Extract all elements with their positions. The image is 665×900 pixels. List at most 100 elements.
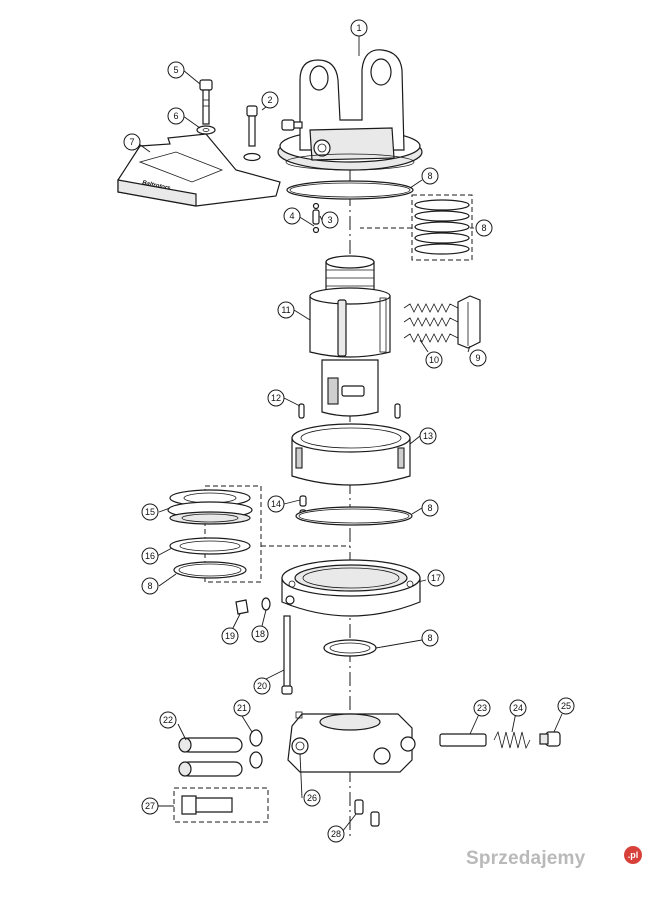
callout-26: 26 [303,789,321,807]
part-19-screw [235,599,249,615]
callout-1: 1 [350,19,368,37]
svg-text:7: 7 [129,137,134,147]
part-21-seal-rings [249,729,263,769]
part-8-o-ring-middle [295,506,413,526]
svg-text:10: 10 [429,355,439,365]
callout-8-lower: 8 [421,629,439,647]
svg-text:17: 17 [431,573,441,583]
callout-15: 15 [141,503,159,521]
svg-text:1: 1 [356,23,361,33]
part-9-pin-block [457,295,481,349]
bolt-secondary [243,105,261,162]
svg-text:21: 21 [237,703,247,713]
svg-text:18: 18 [255,629,265,639]
callout-10: 10 [425,351,443,369]
part-5-bolt [199,79,213,125]
part-17-flange [281,559,421,617]
part-7-mounting-bracket: Baltrotors [117,133,281,207]
svg-text:5: 5 [173,65,178,75]
callout-5: 5 [167,61,185,79]
callout-8-middle: 8 [421,499,439,517]
callout-18: 18 [251,625,269,643]
callout-16: 16 [141,547,159,565]
svg-text:23: 23 [477,703,487,713]
brand-mark: Baltrotors [142,180,172,192]
callout-22: 22 [159,711,177,729]
svg-text:9: 9 [475,353,480,363]
part-18-washer [261,597,271,611]
callout-28: 28 [327,825,345,843]
callout-27: 27 [141,797,159,815]
svg-text:28: 28 [331,829,341,839]
part-20-long-bolt [281,615,293,695]
callout-4: 4 [283,207,301,225]
svg-text:20: 20 [257,681,267,691]
callout-20: 20 [253,677,271,695]
part-2-fitting [281,119,303,131]
part-24-spring [493,730,531,750]
part-27-plug [173,787,269,823]
svg-text:13: 13 [423,431,433,441]
parts-3-4-pin-and-balls [312,202,320,234]
callout-13: 13 [419,427,437,445]
svg-text:8: 8 [147,581,152,591]
leader-lines [138,36,563,833]
part-15-thrust-bearing [167,485,262,583]
callout-3: 3 [321,211,339,229]
callout-11: 11 [277,301,295,319]
svg-text:14: 14 [271,499,281,509]
part-16-washer [169,537,251,555]
svg-text:8: 8 [481,223,486,233]
part-10-springs [403,303,459,343]
svg-text:6: 6 [173,111,178,121]
callout-2: 2 [261,91,279,109]
svg-text:27: 27 [145,801,155,811]
part-6-washer [196,125,216,135]
watermark-logo: Sprzedajemy [466,848,586,869]
callout-8-stack: 8 [475,219,493,237]
part-26-base-housing [287,711,416,773]
svg-text:4: 4 [289,211,294,221]
callout-17: 17 [427,569,445,587]
svg-text:3: 3 [327,215,332,225]
svg-text:8: 8 [427,633,432,643]
svg-text:25: 25 [561,701,571,711]
watermark-badge: .pl [624,846,642,864]
callout-8-left: 8 [141,577,159,595]
part-28-bolts [354,799,380,827]
svg-text:8: 8 [427,171,432,181]
callout-24: 24 [509,699,527,717]
part-25-cap [539,731,561,747]
svg-text:12: 12 [271,393,281,403]
svg-text:2: 2 [267,95,272,105]
callout-14: 14 [267,495,285,513]
svg-text:24: 24 [513,703,523,713]
svg-text:26: 26 [307,793,317,803]
svg-text:15: 15 [145,507,155,517]
callout-23: 23 [473,699,491,717]
svg-text:16: 16 [145,551,155,561]
part-23-valve-spool [439,733,487,747]
svg-text:22: 22 [163,715,173,725]
callout-9: 9 [469,349,487,367]
callout-25: 25 [557,697,575,715]
svg-text:19: 19 [225,631,235,641]
svg-text:8: 8 [427,503,432,513]
svg-text:11: 11 [281,305,290,315]
part-8-o-ring-lower [323,639,377,657]
callout-6: 6 [167,107,185,125]
part-13-housing-ring [291,423,411,486]
part-22-hose-fittings [178,737,243,777]
callout-12: 12 [267,389,285,407]
callout-7: 7 [123,133,141,151]
part-8-o-ring-left [173,561,247,579]
part-11-rotor-shaft [309,255,391,417]
callout-21: 21 [233,699,251,717]
part-1-rotator-head [277,49,423,171]
part-12-guide-pins [298,403,401,419]
part-8-o-ring-top [286,180,414,200]
part-8-seal-stack [360,194,473,261]
callout-19: 19 [221,627,239,645]
